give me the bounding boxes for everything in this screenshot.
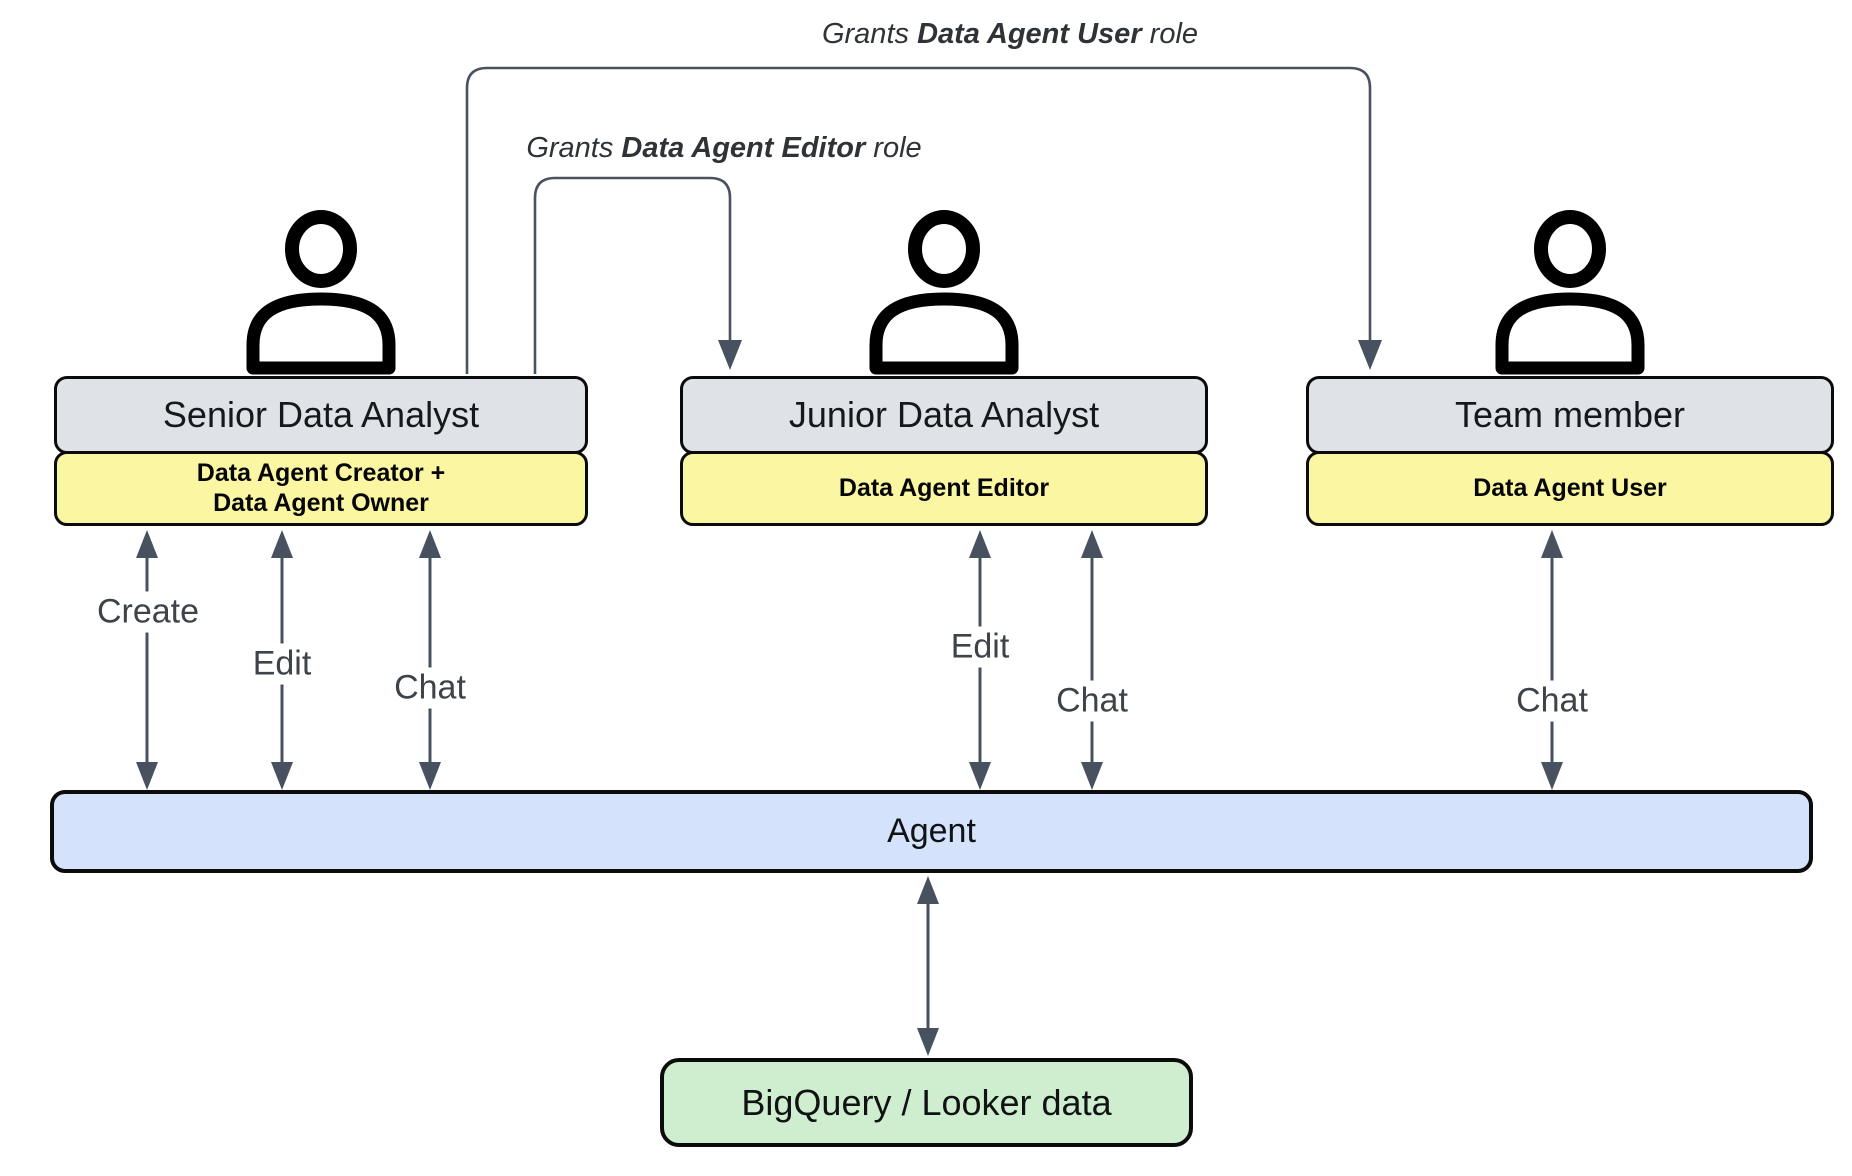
agent-datastore-arrow (917, 876, 939, 1056)
junior-title-box: Junior Data Analyst (680, 376, 1208, 454)
team-badge-line1: Data Agent User (1473, 473, 1667, 502)
junior-edit-label: Edit (943, 626, 1017, 668)
grant-editor-prefix: Grants (526, 132, 622, 164)
senior-badge-line2: Data Agent Owner (213, 488, 429, 517)
junior-chat-arrow (1081, 530, 1103, 790)
senior-person-icon (246, 210, 396, 375)
senior-title-box: Senior Data Analyst (54, 376, 588, 454)
agent-label: Agent (887, 812, 976, 850)
senior-chat-arrow (419, 530, 441, 790)
grant-user-annotation: Grants Data Agent User role (822, 18, 1198, 51)
bigquery-looker-box: BigQuery / Looker data (660, 1058, 1193, 1147)
senior-title: Senior Data Analyst (162, 394, 480, 435)
junior-person-icon (869, 210, 1019, 375)
grant-user-role: Data Agent User (917, 18, 1142, 50)
junior-badge-line1: Data Agent Editor (838, 473, 1050, 502)
grant-editor-annotation: Grants Data Agent Editor role (526, 132, 921, 165)
senior-edit-label: Edit (245, 643, 319, 685)
junior-role-badge: Data Agent Editor (680, 451, 1208, 526)
team-title: Team member (1454, 394, 1686, 435)
senior-badge-line1: Data Agent Creator + (196, 459, 446, 487)
junior-title: Junior Data Analyst (788, 394, 1100, 435)
team-role-badge: Data Agent User (1306, 451, 1834, 526)
team-chat-arrow (1541, 530, 1563, 790)
datastore-label: BigQuery / Looker data (741, 1081, 1112, 1123)
team-title-box: Team member (1306, 376, 1834, 454)
create-arrow (136, 530, 158, 790)
senior-chat-label: Chat (387, 667, 473, 709)
senior-role-badge: Data Agent Creator + Data Agent Owner (54, 451, 588, 526)
grant-editor-suffix: role (865, 132, 922, 164)
junior-chat-label: Chat (1049, 680, 1135, 722)
grant-user-prefix: Grants (821, 18, 918, 50)
team-chat-label: Chat (1509, 680, 1595, 722)
grant-editor-role: Data Agent Editor (621, 132, 866, 164)
grant-editor-connector (533, 176, 742, 374)
grant-user-connector (465, 66, 1382, 374)
create-label: Create (89, 591, 207, 633)
grant-user-suffix: role (1141, 18, 1199, 50)
team-person-icon (1495, 210, 1645, 375)
agent-bar: Agent (50, 790, 1813, 873)
